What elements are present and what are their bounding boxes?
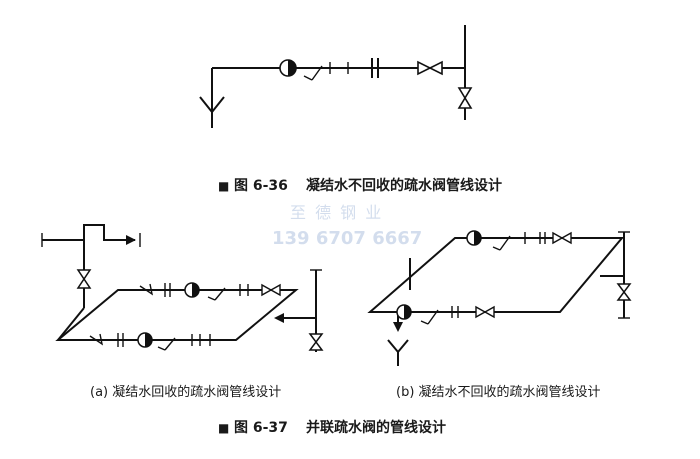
check-valve-icon (207, 287, 226, 301)
figure-37-title: 并联疏水阀的管线设计 (306, 419, 446, 436)
steam-trap-icon (184, 282, 200, 298)
steam-trap-icon (279, 59, 297, 77)
main-valve-icon (616, 283, 632, 301)
main-valve-icon (308, 333, 324, 351)
check-valve-icon (157, 337, 176, 351)
figure-36-title: 凝结水不回收的疏水阀管线设计 (306, 177, 502, 194)
gate-valve-icon (417, 60, 443, 76)
gate-valve-icon (261, 283, 281, 297)
figure-37-marker: ■ (218, 421, 229, 435)
flow-arrow-icon (126, 235, 136, 245)
figure-37-number: 图 6-37 (234, 420, 288, 436)
figure-36-number: 图 6-36 (234, 178, 288, 194)
parallel-trap-loop (55, 289, 299, 341)
steam-trap-icon (137, 332, 153, 348)
figure-37b-caption: (b) 凝结水不回收的疏水阀管线设计 (396, 384, 601, 400)
strainer-icon (89, 333, 104, 346)
figure-36-diagram (199, 25, 473, 128)
steam-trap-icon (396, 304, 412, 320)
check-valve-icon (303, 65, 323, 81)
connector-pipe (57, 307, 85, 341)
figure-36-marker: ■ (218, 179, 229, 193)
riser-valve-icon (76, 269, 92, 289)
figure-37b-diagram (367, 230, 632, 366)
figure-37a-caption: (a) 凝结水回收的疏水阀管线设计 (90, 384, 281, 400)
check-valve-icon (420, 309, 439, 325)
loop-pipe (83, 224, 135, 241)
main-valve-icon (457, 87, 473, 109)
figure-37a-diagram (41, 224, 324, 352)
parallel-trap-loop (367, 237, 625, 313)
watermark-phone: 139 6707 6667 (272, 228, 422, 249)
strainer-icon (139, 283, 154, 296)
flow-arrow-icon (274, 313, 284, 323)
gate-valve-icon (552, 231, 572, 245)
watermark-name: 至 德 钢 业 (290, 203, 383, 222)
steam-trap-icon (466, 230, 482, 246)
check-valve-icon (492, 235, 511, 251)
flow-arrow-icon (393, 322, 403, 332)
drain-funnel-icon (387, 339, 409, 354)
gate-valve-icon (475, 305, 495, 319)
